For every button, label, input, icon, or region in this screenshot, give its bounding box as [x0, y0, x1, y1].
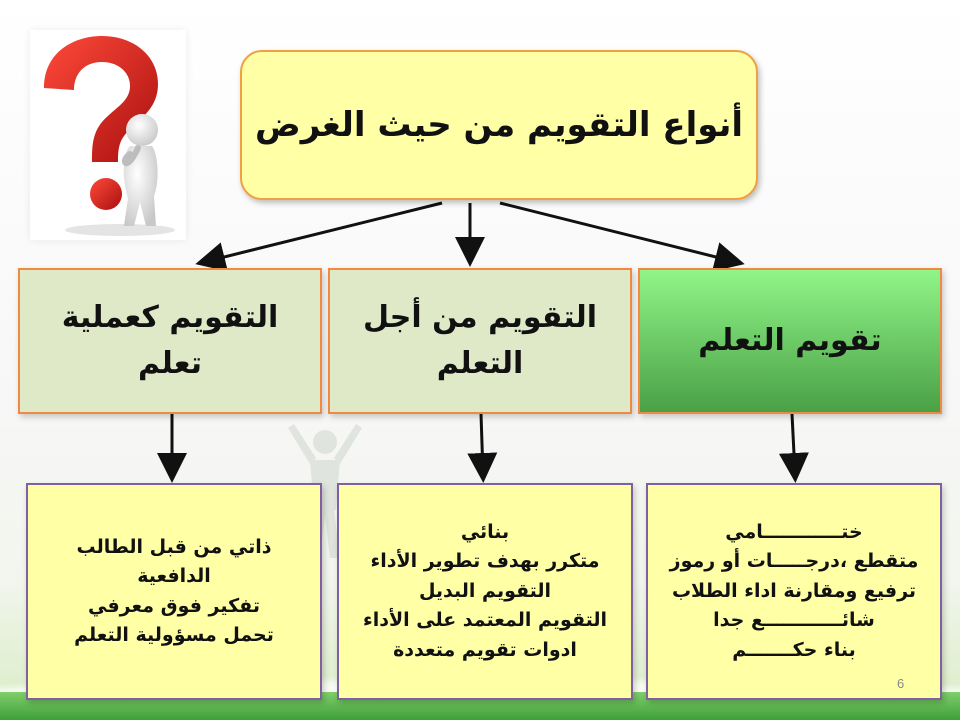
- question-mark-figure-icon: [44, 36, 175, 236]
- category-center-line-2: التعلم: [436, 346, 524, 381]
- category-left-line-2: تعلم: [138, 346, 202, 381]
- category-center-line-1: التقويم من أجل: [362, 299, 598, 335]
- category-left-line-1: التقويم كعملية: [61, 299, 279, 335]
- arrow-title-to-left: [195, 201, 443, 272]
- category-box-left: التقويم كعملية تعلم: [18, 268, 322, 414]
- arrow-right-to-detail: [778, 413, 809, 483]
- category-box-center: التقويم من أجل التعلم: [328, 268, 632, 414]
- detail-left-item-4: تحمل مسؤولية التعلم: [74, 623, 274, 646]
- detail-center-item-3: التقويم البديل: [418, 579, 552, 602]
- detail-box-right: ختــــــــــــامي متقطع ،درجـــــات أو ر…: [646, 483, 942, 700]
- detail-left-item-3: تفكير فوق معرفي: [88, 594, 260, 617]
- arrow-title-to-right: [499, 201, 745, 272]
- detail-center-item-4: التقويم المعتمد على الأداء: [362, 609, 608, 632]
- detail-center-item-2: متكرر بهدف تطوير الأداء: [370, 550, 600, 573]
- category-box-right: تقويم التعلم: [638, 268, 942, 414]
- question-mark-panel: [30, 30, 186, 240]
- detail-box-center: بنائي متكرر بهدف تطوير الأداء التقويم ال…: [337, 483, 633, 700]
- category-right-line-1: تقويم التعلم: [698, 322, 882, 358]
- detail-center-item-5: ادوات تقويم متعددة: [393, 638, 577, 661]
- detail-right-item-3: ترفيع ومقارنة اداء الطلاب: [671, 579, 917, 602]
- detail-right-item-2: متقطع ،درجـــــات أو رموز: [669, 550, 919, 573]
- detail-box-left: ذاتي من قبل الطالب الدافعية تفكير فوق مع…: [26, 483, 322, 700]
- detail-right-item-4: شائــــــــــــع جدا: [713, 609, 875, 632]
- slide-number: 6: [897, 676, 905, 691]
- detail-right-item-5: بناء حكـــــــم: [732, 638, 856, 661]
- detail-left-item-1: ذاتي من قبل الطالب: [76, 535, 272, 558]
- diagram-title: أنواع التقويم من حيث الغرض: [255, 105, 744, 145]
- detail-left-item-2: الدافعية: [137, 565, 211, 588]
- diagram-title-box: أنواع التقويم من حيث الغرض: [240, 50, 758, 200]
- arrow-center-to-detail: [467, 413, 498, 483]
- detail-center-item-1: بنائي: [460, 520, 510, 543]
- detail-right-item-1: ختــــــــــــامي: [725, 520, 863, 543]
